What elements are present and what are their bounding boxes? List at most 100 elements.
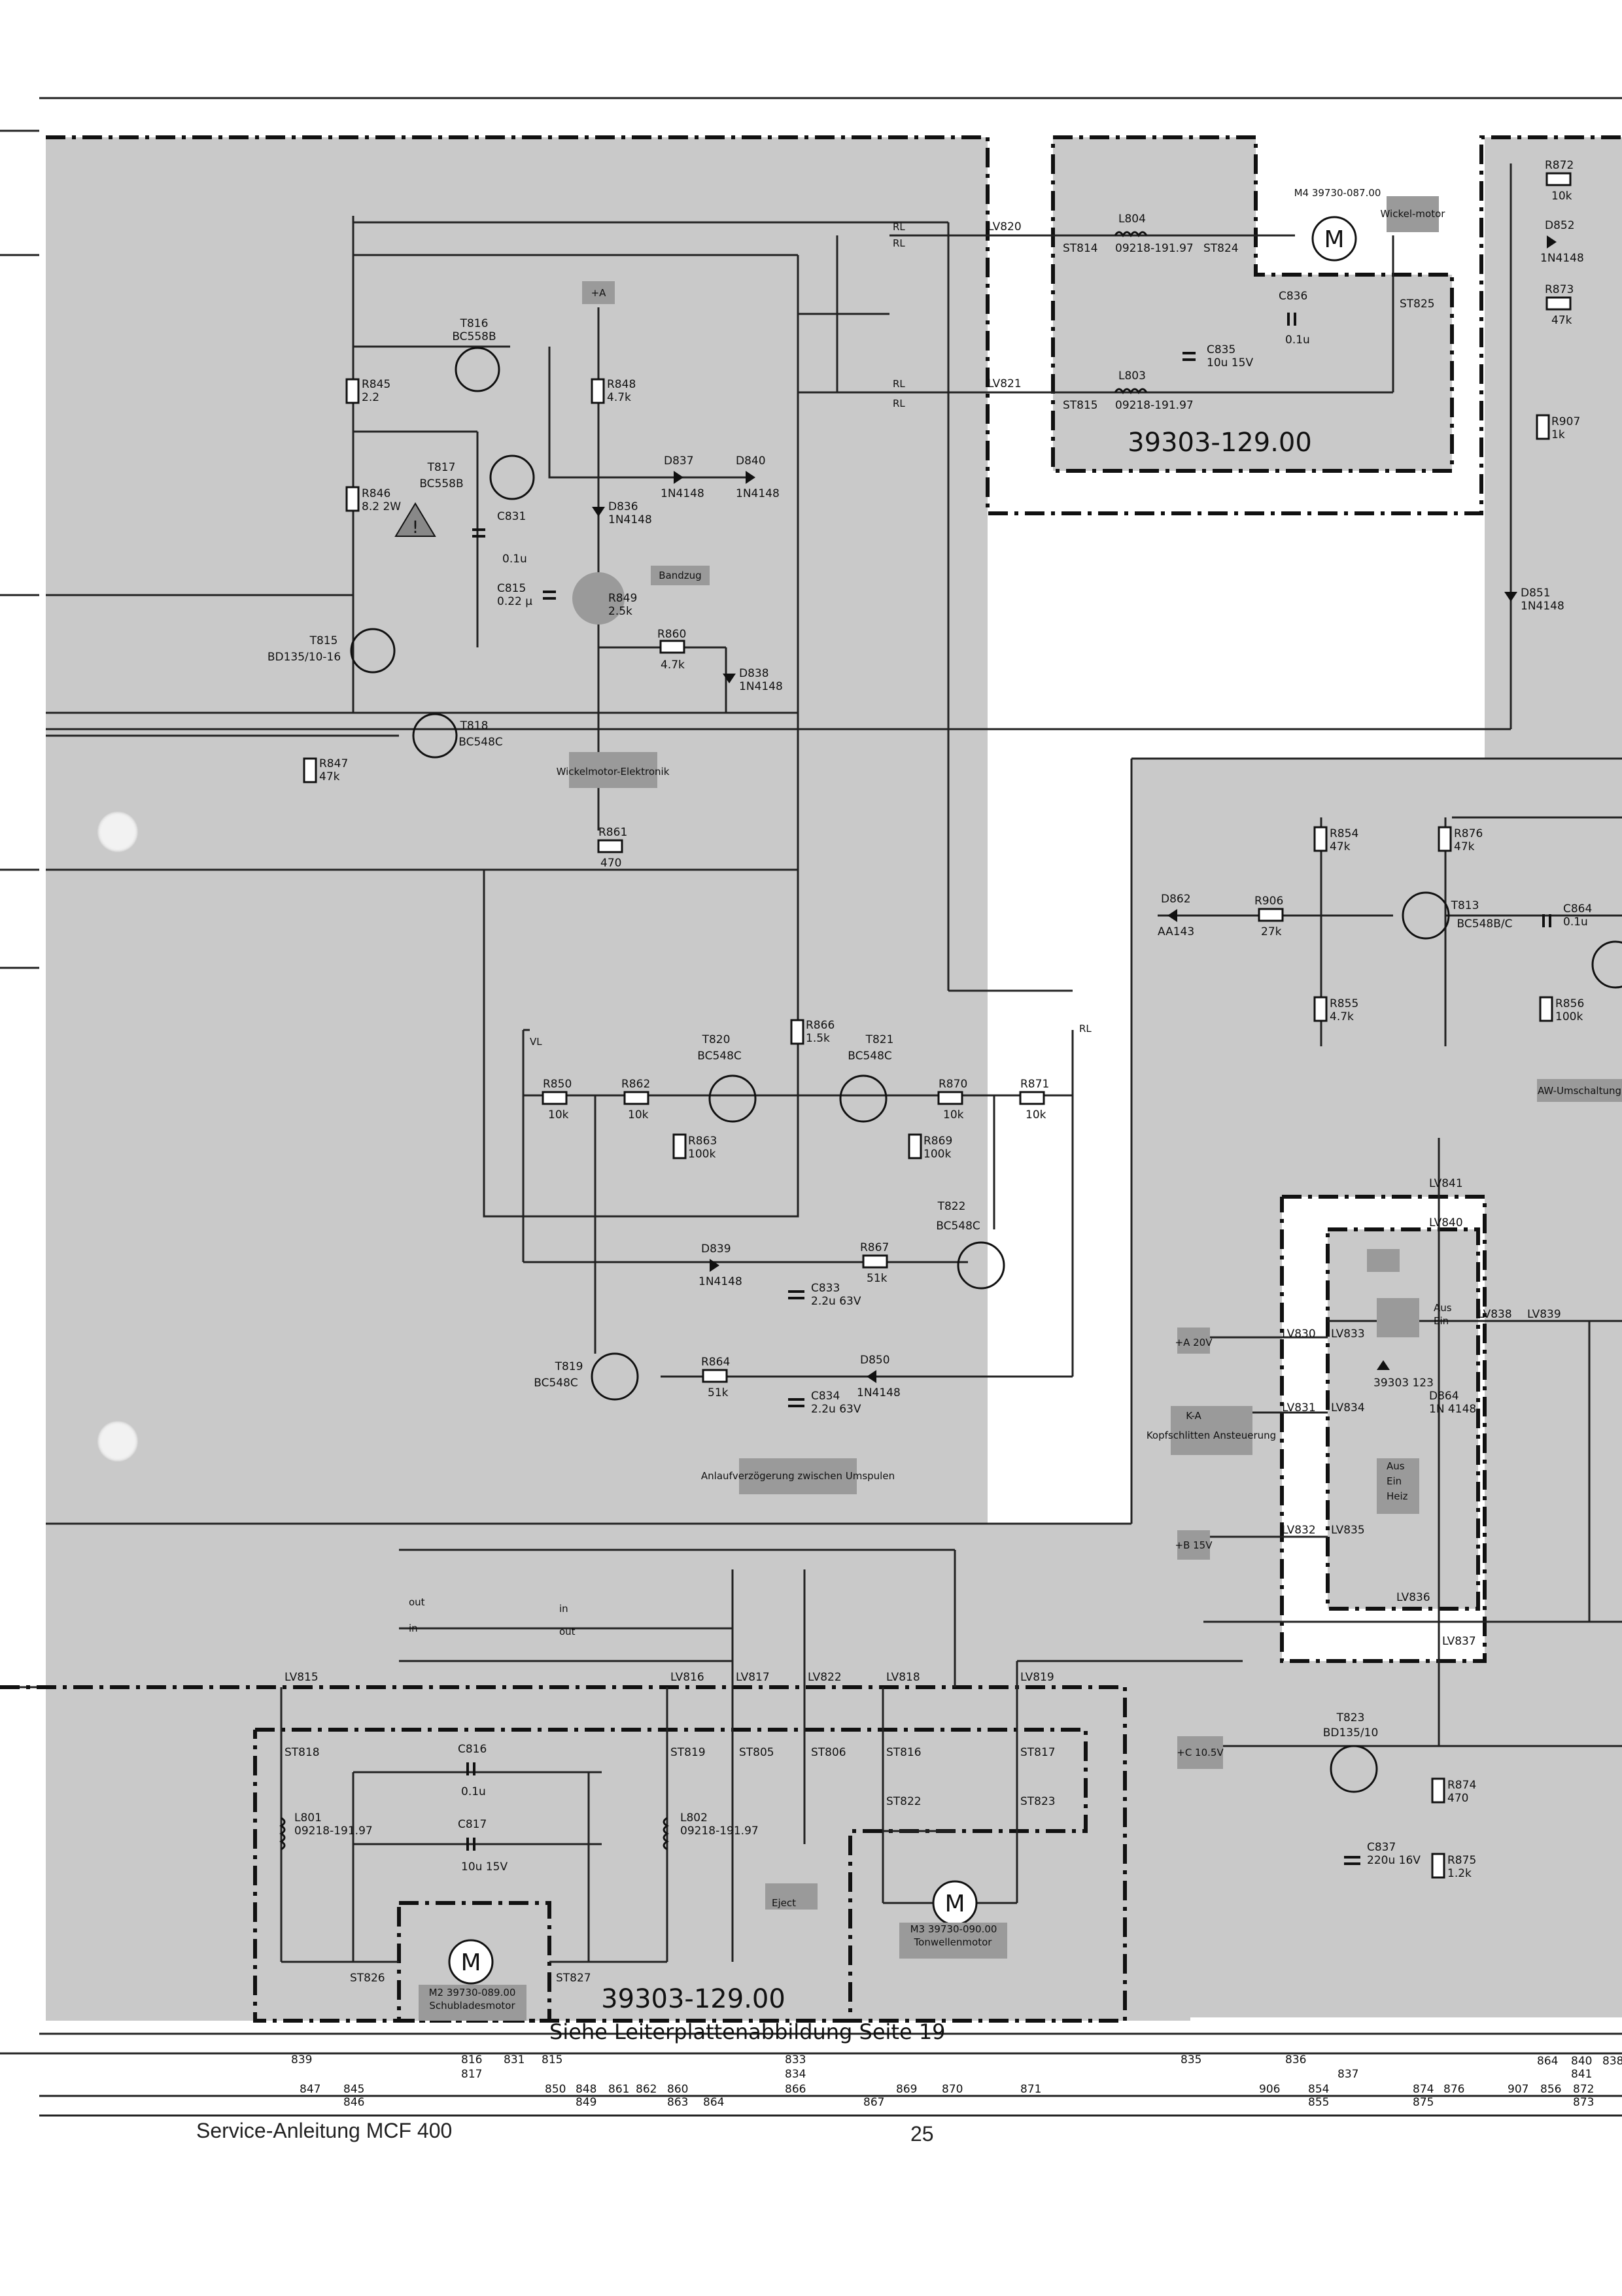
transistor-type: BC558B — [419, 477, 463, 490]
resistor-val: 1k — [1551, 428, 1565, 441]
resistor-ref: R848 — [607, 378, 636, 391]
contact-in-2: in — [559, 1603, 568, 1615]
index-cell: 856 — [1540, 2083, 1561, 2096]
index-cell: 869 — [896, 2083, 917, 2096]
capacitor-ref: C835 — [1207, 343, 1235, 356]
capacitor-val: 2.2u 63V — [811, 1403, 861, 1416]
supply-c105: +C 10.5V — [1177, 1747, 1224, 1758]
index-cell: 816 — [461, 2053, 482, 2066]
warning-glyph: ! — [412, 518, 419, 538]
transistor-label: T819 — [555, 1360, 583, 1373]
resistor-ref: R846 — [362, 487, 390, 500]
contact-rl-3: RL — [893, 378, 905, 390]
diode-ref: D852 — [1545, 219, 1575, 232]
shade-lower-strip — [46, 1524, 1190, 2021]
connector-lv837: LV837 — [1442, 1635, 1476, 1648]
inductor-symbols — [279, 231, 1148, 1851]
diode-val: 1N4148 — [857, 1386, 901, 1399]
resistor-val: 470 — [1447, 1792, 1468, 1805]
capacitor-ref: C833 — [811, 1282, 840, 1295]
index-cell: 864 — [703, 2096, 724, 2109]
transistor-label: T817 — [427, 461, 456, 474]
capacitor-val: 0.1u — [461, 1785, 486, 1798]
contact-ein-2: Ein — [1387, 1475, 1402, 1487]
index-cell: 848 — [576, 2083, 596, 2096]
index-cell: 860 — [667, 2083, 688, 2096]
motor-m4-label: M4 39730-087.00 — [1294, 187, 1381, 199]
diode-val: 1N4148 — [736, 487, 780, 500]
resistor-val: 1.2k — [1447, 1867, 1472, 1880]
m2-motor-icon — [448, 1939, 494, 1985]
note-tonwellenmotor: Tonwellenmotor — [914, 1936, 993, 1948]
supply-a20: +A 20V — [1175, 1337, 1213, 1348]
resistor-val: 47k — [1551, 314, 1572, 327]
capacitor-ref: C836 — [1279, 290, 1307, 303]
resistor-val: 100k — [923, 1148, 951, 1161]
index-cell: 854 — [1308, 2083, 1329, 2096]
transistor-symbols — [350, 347, 1622, 1793]
transistor-type: BC548C — [534, 1377, 578, 1390]
connector-lv819: LV819 — [1020, 1671, 1054, 1684]
m4-m-glyph: M — [1324, 226, 1344, 253]
capacitor-ref: C831 — [497, 510, 526, 523]
resistor-bodies — [303, 172, 1572, 1879]
m2-m-glyph: M — [460, 1949, 481, 1976]
index-cell: 907 — [1508, 2083, 1528, 2096]
diode-val: 1N4148 — [739, 680, 783, 693]
diode-val: 1N4148 — [1521, 600, 1564, 613]
note-eject: Eject — [772, 1897, 796, 1909]
inductor-ref: L804 — [1118, 213, 1146, 226]
resistor-val: 470 — [600, 857, 621, 870]
diode-val: 1N4148 — [661, 487, 704, 500]
inductor-val: 09218-191.97 — [1115, 399, 1194, 412]
connector-lv822: LV822 — [808, 1671, 842, 1684]
index-cell: 847 — [300, 2083, 320, 2096]
inductor-ref: L802 — [680, 1811, 708, 1825]
resistor-val: 1.5k — [806, 1032, 830, 1045]
contact-heiz: Heiz — [1387, 1490, 1408, 1502]
punch-hole-bottom — [97, 1420, 139, 1462]
resistor-ref: R873 — [1545, 283, 1574, 296]
diode-ref: D837 — [664, 454, 694, 468]
resistor-ref: R867 — [860, 1241, 889, 1254]
resistor-val: 4.7k — [1330, 1010, 1354, 1023]
connector-st819: ST819 — [670, 1746, 706, 1759]
resistor-val: 2.2 — [362, 391, 379, 404]
board-label-inner: 39303 123 — [1373, 1377, 1434, 1390]
connector-lv818: LV818 — [886, 1671, 920, 1684]
resistor-val: 47k — [1330, 840, 1351, 853]
motor-m3-label: M3 39730-090.00 — [910, 1923, 997, 1935]
contact-ein-1: Ein — [1434, 1315, 1449, 1327]
index-cell: 837 — [1337, 2068, 1358, 2081]
resistor-ref: R861 — [598, 826, 627, 839]
resistor-val: 2.5k — [608, 605, 632, 618]
connector-st825: ST825 — [1400, 298, 1435, 311]
connector-lv817: LV817 — [736, 1671, 770, 1684]
connector-lv821: LV821 — [988, 377, 1022, 390]
margin-lines — [0, 97, 1622, 2117]
connector-lv830: LV830 — [1282, 1328, 1316, 1341]
contact-in-1: in — [409, 1622, 418, 1634]
supply-b15: +B 15V — [1175, 1539, 1213, 1551]
resistor-ref: R854 — [1330, 827, 1358, 840]
index-cell: 833 — [785, 2053, 806, 2066]
connector-lv816: LV816 — [670, 1671, 704, 1684]
contact-aus-2: Aus — [1387, 1460, 1405, 1472]
connector-st817: ST817 — [1020, 1746, 1056, 1759]
diode-ref: D840 — [736, 454, 766, 468]
resistor-val: 10k — [548, 1108, 569, 1122]
motor-m2-label: M2 39730-089.00 — [429, 1987, 516, 1998]
pcb-reference-note: Siehe Leiterplattenabbildung Seite 19 — [549, 2019, 946, 2044]
transistor-label: T818 — [460, 719, 489, 732]
contact-rl-4: RL — [893, 398, 905, 409]
board-label-upper: 39303-129.00 — [1128, 428, 1312, 458]
diode-val: 1N 4148 — [1429, 1403, 1476, 1416]
transistor-type: BC548C — [848, 1050, 892, 1063]
resistor-val: 47k — [319, 770, 340, 783]
connector-st824: ST824 — [1203, 242, 1239, 255]
index-cell: 875 — [1413, 2096, 1434, 2109]
resistor-ref: R906 — [1254, 895, 1283, 908]
resistor-ref: R855 — [1330, 997, 1358, 1010]
note-wickelmotor: Wickel-motor — [1381, 208, 1446, 220]
index-cell: 849 — [576, 2096, 596, 2109]
